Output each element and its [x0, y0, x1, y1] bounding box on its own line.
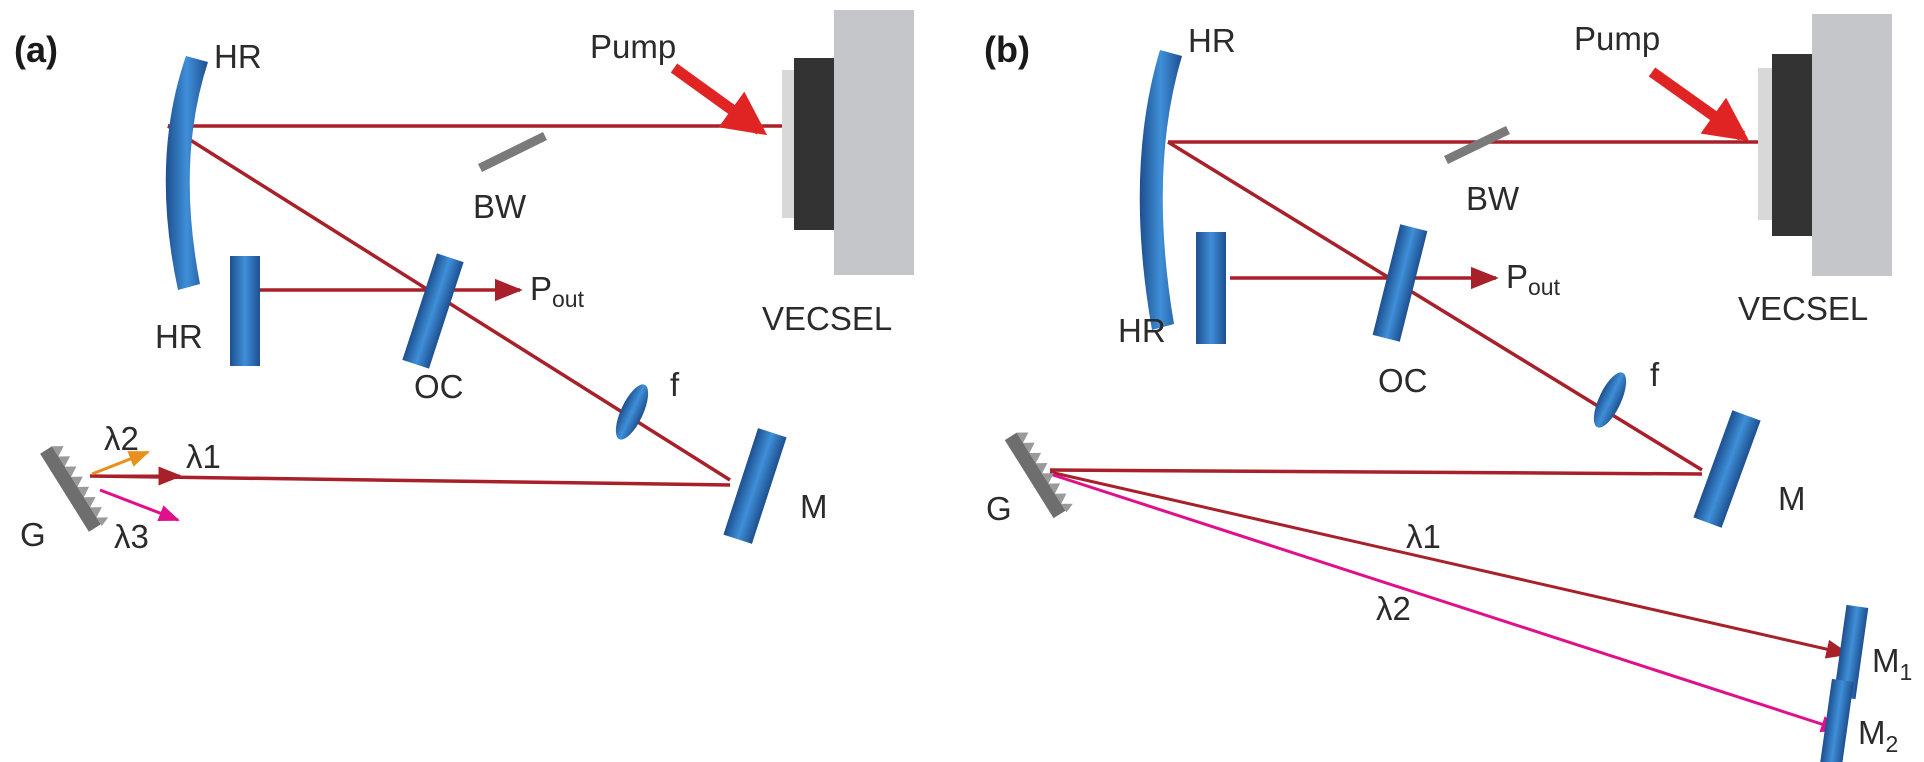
output-coupler — [402, 253, 464, 369]
fold-mirror-m — [723, 428, 787, 544]
hr-top-label: HR — [1188, 22, 1236, 59]
g-label: G — [20, 516, 46, 553]
beam-lambda2 — [91, 450, 150, 476]
oc-label: OC — [414, 368, 464, 405]
mirror-m2 — [1820, 678, 1854, 762]
pump-label: Pump — [590, 28, 676, 65]
lambda1-label: λ1 — [1406, 518, 1441, 555]
flat-hr-mirror — [230, 256, 260, 366]
panel-b-tag: (b) — [984, 29, 1030, 70]
pump-label: Pump — [1574, 20, 1660, 57]
vecsel-chip — [1758, 14, 1892, 276]
panel-a-tag: (a) — [14, 29, 58, 70]
focusing-lens — [1593, 372, 1627, 428]
bw-label: BW — [473, 188, 527, 225]
oc-label: OC — [1378, 362, 1428, 399]
pout-label: Pout — [530, 270, 585, 312]
panel-a: (a) HR BW VECSEL Pump HR — [14, 10, 914, 555]
lambda3-label: λ3 — [114, 518, 149, 555]
brewster-window — [478, 131, 547, 173]
m-label: M — [800, 488, 828, 525]
beam-lambda3 — [99, 488, 180, 522]
hr-left-label: HR — [1118, 312, 1166, 349]
grating — [1004, 432, 1073, 519]
g-label: G — [986, 490, 1012, 527]
panel-b: (b) HR BW VECSEL Pump HR OC — [984, 14, 1912, 762]
beam-lambda1-to-m1 — [1049, 470, 1851, 659]
lambda1-label: λ1 — [186, 438, 221, 475]
curved-hr-mirror — [165, 56, 208, 290]
focusing-lens — [615, 384, 649, 440]
curved-hr-mirror — [1139, 50, 1182, 330]
m-label: M — [1778, 480, 1806, 517]
beam-lambda2-to-m2 — [1049, 472, 1842, 733]
beam-grating-to-mirror — [1049, 468, 1703, 476]
bw-label: BW — [1466, 180, 1520, 217]
vecsel-label: VECSEL — [762, 300, 892, 337]
vecsel-label: VECSEL — [1738, 290, 1868, 327]
lens-f-label: f — [1650, 356, 1660, 393]
vecsel-chip — [782, 10, 914, 275]
hr-top-label: HR — [214, 38, 262, 75]
beam-grating-to-mirror — [89, 474, 731, 487]
pump-arrow — [1648, 67, 1750, 142]
m2-label: M2 — [1858, 714, 1898, 757]
mirror-m1 — [1833, 604, 1869, 700]
fold-mirror-m — [1693, 410, 1761, 528]
panel-b-beams — [1049, 140, 1851, 659]
lambda2-label: λ2 — [1376, 590, 1411, 627]
m1-label: M1 — [1872, 642, 1912, 685]
beam-hr-to-mirror — [1167, 140, 1703, 472]
pout-label: Pout — [1506, 258, 1561, 300]
brewster-window — [1444, 125, 1510, 165]
lambda2-label: λ2 — [104, 420, 139, 457]
flat-hr-mirror — [1196, 232, 1226, 344]
grating — [40, 446, 109, 532]
pump-arrow — [670, 63, 768, 136]
lens-f-label: f — [670, 366, 680, 403]
hr-left-label: HR — [155, 318, 203, 355]
output-coupler — [1372, 224, 1428, 342]
